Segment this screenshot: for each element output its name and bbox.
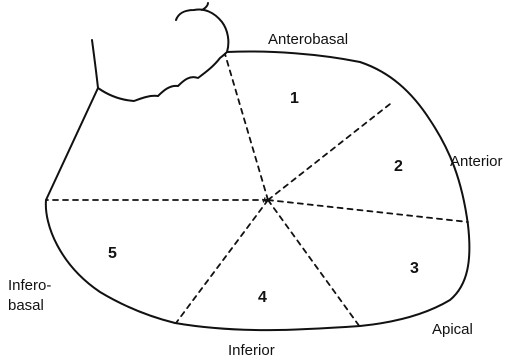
divider-inferior [176, 200, 268, 323]
segment-4-label: 4 [258, 289, 267, 306]
divider-inferior-apical [268, 200, 360, 327]
aortic-root-outline [92, 3, 228, 101]
inferobasal-label-line1: Infero- [8, 277, 51, 294]
segment-2-label: 2 [394, 158, 403, 175]
divider-anterior [268, 104, 390, 200]
anterobasal-label: Anterobasal [268, 31, 348, 48]
divider-apical [268, 200, 468, 222]
inferior-label: Inferior [228, 342, 275, 359]
apical-label: Apical [432, 321, 473, 338]
segment-3-label: 3 [410, 260, 419, 277]
centre-point: * [262, 194, 268, 210]
segment-1-label: 1 [290, 90, 299, 107]
anterior-label: Anterior [450, 153, 503, 170]
inferobasal-label-line2: basal [8, 297, 44, 314]
divider-anterobasal [225, 54, 268, 200]
segment-5-label: 5 [108, 245, 117, 262]
